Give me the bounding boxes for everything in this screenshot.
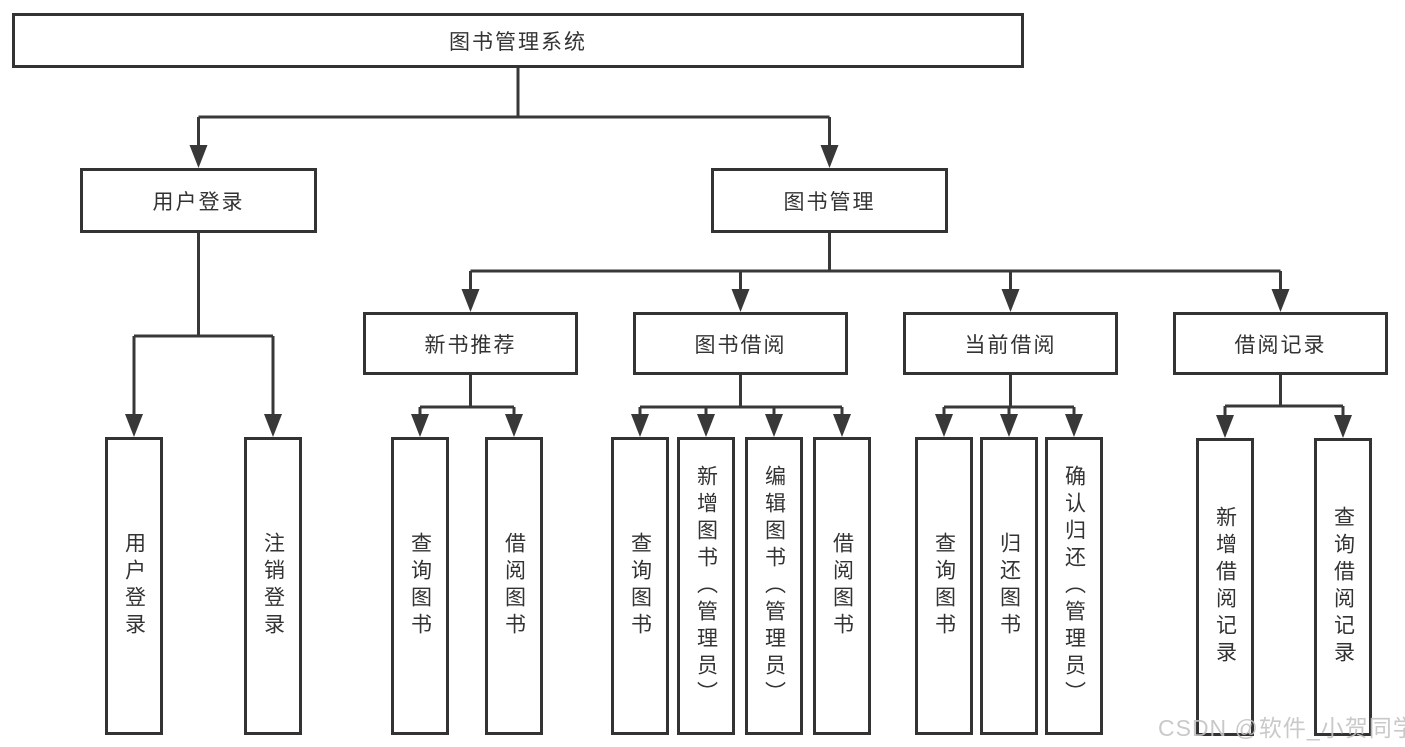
node-borrow-records: 借阅记录	[1173, 312, 1388, 375]
node-root: 图书管理系统	[12, 13, 1024, 68]
leaf-return-book: 归还图书	[980, 437, 1038, 735]
leaf-edit-book-admin-label: 编辑图书（管理员）	[762, 464, 786, 708]
node-user-login: 用户登录	[80, 168, 317, 233]
arrowheads	[125, 145, 1352, 438]
node-book-borrow-label: 图书借阅	[694, 333, 787, 357]
leaf-borrow-books-recommend-label: 借阅图书	[502, 532, 526, 640]
leaf-add-book-admin-label: 新增图书（管理员）	[694, 464, 718, 708]
leaf-borrow-books-recommend: 借阅图书	[485, 437, 543, 735]
leaf-logout-label: 注销登录	[261, 532, 285, 640]
node-new-book-recommend-label: 新书推荐	[424, 333, 517, 357]
node-current-borrow-label: 当前借阅	[964, 333, 1057, 357]
node-book-borrow: 图书借阅	[633, 312, 848, 375]
leaf-confirm-return-admin: 确认归还（管理员）	[1045, 437, 1103, 735]
leaf-add-borrow-record-label: 新增借阅记录	[1213, 506, 1237, 668]
leaf-query-borrow-record: 查询借阅记录	[1314, 438, 1372, 736]
leaf-add-book-admin: 新增图书（管理员）	[677, 437, 735, 735]
node-book-management-label: 图书管理	[783, 190, 876, 214]
leaf-query-books-current: 查询图书	[915, 437, 973, 735]
leaf-logout: 注销登录	[244, 437, 302, 735]
leaf-return-book-label: 归还图书	[997, 532, 1021, 640]
leaf-edit-book-admin: 编辑图书（管理员）	[745, 437, 803, 735]
node-new-book-recommend: 新书推荐	[363, 312, 578, 375]
leaf-query-books-recommend-label: 查询图书	[408, 532, 432, 640]
leaf-query-books-current-label: 查询图书	[932, 532, 956, 640]
node-book-management: 图书管理	[711, 168, 948, 233]
csdn-watermark: CSDN @软件_小贺同学	[1158, 715, 1405, 741]
leaf-query-borrow-record-label: 查询借阅记录	[1331, 506, 1355, 668]
leaf-confirm-return-admin-label: 确认归还（管理员）	[1062, 464, 1086, 708]
leaf-borrow-books-label: 借阅图书	[830, 532, 854, 640]
leaf-user-login-label: 用户登录	[122, 532, 146, 640]
leaf-add-borrow-record: 新增借阅记录	[1196, 438, 1254, 736]
node-borrow-records-label: 借阅记录	[1234, 333, 1327, 357]
leaf-borrow-books: 借阅图书	[813, 437, 871, 735]
leaf-query-books-borrow: 查询图书	[611, 437, 669, 735]
leaf-user-login: 用户登录	[105, 437, 163, 735]
leaf-query-books-recommend: 查询图书	[391, 437, 449, 735]
node-user-login-label: 用户登录	[152, 190, 245, 214]
leaf-query-books-borrow-label: 查询图书	[628, 532, 652, 640]
node-root-label: 图书管理系统	[449, 30, 587, 54]
node-current-borrow: 当前借阅	[903, 312, 1118, 375]
